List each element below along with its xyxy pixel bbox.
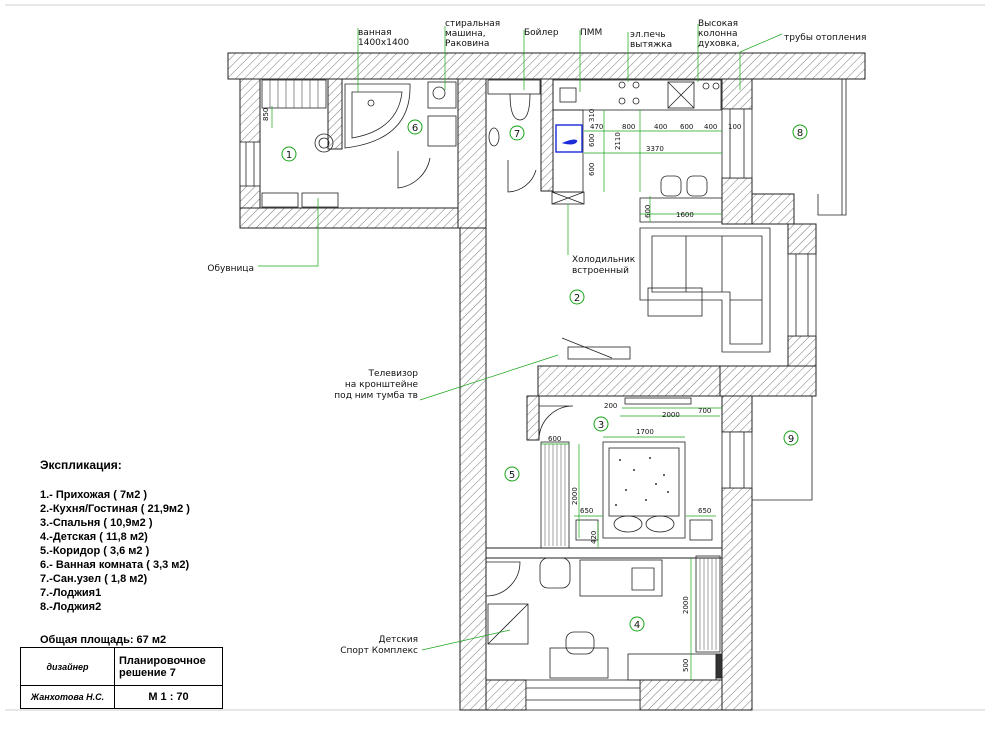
dim-2000a: 2000 bbox=[662, 411, 680, 419]
dim-600d: 600 bbox=[644, 205, 652, 218]
dimension-texts: 850 310 470 800 400 600 400 100 600 2110… bbox=[262, 108, 741, 672]
dim-500: 500 bbox=[682, 659, 690, 672]
room-markers: 1 2 3 4 5 6 7 8 9 bbox=[281, 119, 808, 632]
furniture bbox=[261, 79, 771, 681]
walls bbox=[227, 52, 866, 711]
dim-850: 850 bbox=[262, 108, 270, 121]
room-marker-4: 4 bbox=[629, 616, 645, 632]
room-marker-5: 5 bbox=[504, 466, 520, 482]
svg-text:9: 9 bbox=[788, 434, 794, 445]
title-block: дизайнер Планировочное решение 7 Жанхото… bbox=[20, 646, 223, 709]
dim-1600: 1600 bbox=[676, 211, 694, 219]
room-marker-1: 1 bbox=[281, 146, 297, 162]
dim-420: 420 bbox=[590, 531, 598, 544]
svg-text:8: 8 bbox=[797, 128, 803, 139]
legend-item: 7.-Лоджия1 bbox=[40, 587, 102, 599]
svg-text:7: 7 bbox=[514, 129, 520, 140]
dim-700: 700 bbox=[698, 407, 711, 415]
dim-2110: 2110 bbox=[614, 132, 622, 150]
room-marker-6: 6 bbox=[407, 119, 423, 135]
room-marker-9: 9 bbox=[783, 430, 799, 446]
total-area: Общая площадь: 67 м2 bbox=[40, 634, 167, 646]
legend-item: 1.- Прихожая ( 7м2 ) bbox=[40, 489, 148, 501]
dim-650b: 650 bbox=[698, 507, 711, 515]
dim-600e: 600 bbox=[548, 435, 561, 443]
explication-legend: Экспликация: 1.- Прихожая ( 7м2 ) 2.-Кух… bbox=[40, 458, 190, 646]
dim-600c: 600 bbox=[588, 163, 596, 176]
svg-text:4: 4 bbox=[634, 620, 640, 631]
room-marker-3: 3 bbox=[593, 416, 609, 432]
dim-2000b: 2000 bbox=[571, 487, 579, 505]
legend-item: 4.-Детская ( 11,8 м2) bbox=[40, 531, 148, 543]
windows bbox=[239, 108, 817, 711]
stamp-scale: М 1 : 70 bbox=[114, 685, 223, 709]
dim-310: 310 bbox=[588, 109, 596, 122]
dim-650a: 650 bbox=[580, 507, 593, 515]
dim-200: 200 bbox=[604, 402, 617, 410]
legend-item: 2.-Кухня/Гостиная ( 21,9м2 ) bbox=[40, 503, 190, 515]
leader-lines bbox=[258, 24, 783, 651]
stamp-project: Планировочное решение 7 bbox=[114, 646, 223, 687]
dishwasher-label: ПММ bbox=[580, 28, 602, 38]
room-marker-2: 2 bbox=[569, 289, 585, 305]
dim-600a: 600 bbox=[680, 123, 693, 131]
svg-text:6: 6 bbox=[412, 123, 418, 134]
legend-item: 3.-Спальня ( 10,9м2 ) bbox=[40, 517, 153, 529]
legend-item: 7.-Сан.узел ( 1,8 м2) bbox=[40, 573, 148, 585]
shoes-label: Обувница bbox=[207, 264, 254, 274]
dim-100: 100 bbox=[728, 123, 741, 131]
svg-text:1: 1 bbox=[286, 150, 292, 161]
legend-item: 5.-Коридор ( 3,6 м2 ) bbox=[40, 545, 150, 557]
dim-470: 470 bbox=[590, 123, 603, 131]
legend-item: 8.-Лоджия2 bbox=[40, 601, 102, 613]
stamp-role: дизайнер bbox=[20, 646, 115, 687]
dim-800: 800 bbox=[622, 123, 635, 131]
stamp-author: Жанхотова Н.С. bbox=[20, 685, 115, 709]
legend-title: Экспликация: bbox=[40, 458, 122, 472]
dim-1700: 1700 bbox=[636, 428, 654, 436]
dim-400a: 400 bbox=[654, 123, 667, 131]
dim-2000c: 2000 bbox=[682, 596, 690, 614]
dim-400b: 400 bbox=[704, 123, 717, 131]
svg-text:3: 3 bbox=[598, 420, 604, 431]
room-marker-8: 8 bbox=[792, 124, 808, 140]
dimension-lines bbox=[271, 106, 722, 680]
dim-3370: 3370 bbox=[646, 145, 664, 153]
legend-item: 6.- Ванная комната ( 3,3 м2) bbox=[40, 559, 190, 571]
boiler-label: Бойлер bbox=[524, 28, 559, 38]
svg-text:2: 2 bbox=[574, 293, 580, 304]
dim-600b: 600 bbox=[588, 134, 596, 147]
pipes-label: трубы отопления bbox=[784, 33, 866, 43]
room-marker-7: 7 bbox=[509, 125, 525, 141]
loggias bbox=[752, 78, 847, 501]
svg-text:5: 5 bbox=[509, 470, 515, 481]
